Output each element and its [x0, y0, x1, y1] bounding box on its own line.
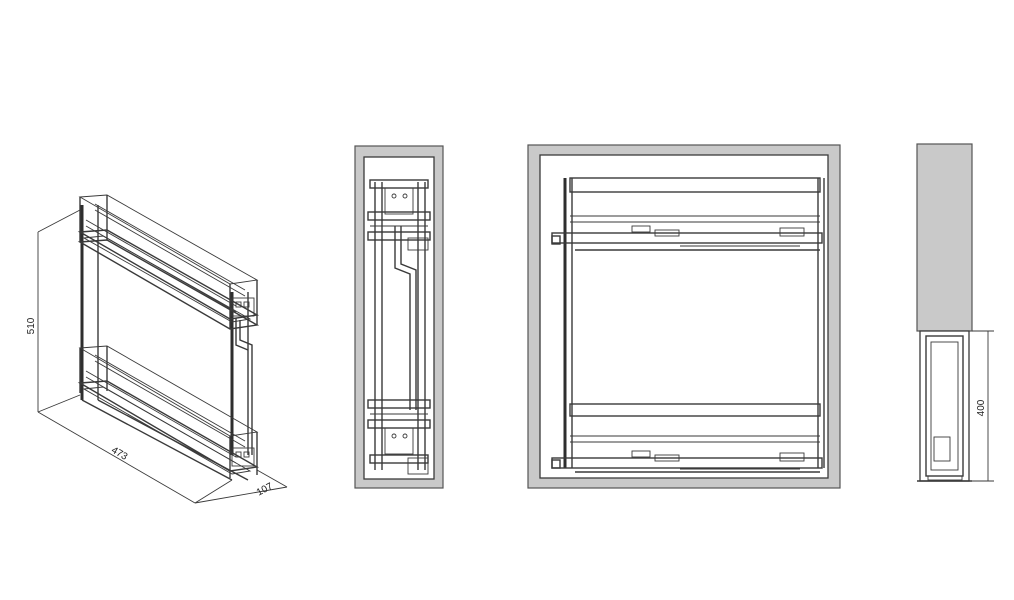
dimension-height: 510	[26, 209, 81, 413]
dimension-depth: 473	[37, 411, 233, 504]
width-label: 107	[255, 481, 275, 499]
upper-basket	[77, 194, 260, 330]
height-label: 510	[26, 317, 37, 334]
lower-basket	[77, 345, 260, 481]
front-view	[354, 145, 444, 489]
dimension-width: 107	[194, 469, 288, 504]
side-view	[527, 144, 841, 489]
narrow-side-view: 400	[916, 143, 994, 482]
isometric-view: 510 473 107	[26, 194, 288, 504]
dimension-side-height: 400	[972, 330, 994, 482]
depth-label: 473	[109, 445, 129, 463]
side-height-label: 400	[976, 399, 987, 416]
